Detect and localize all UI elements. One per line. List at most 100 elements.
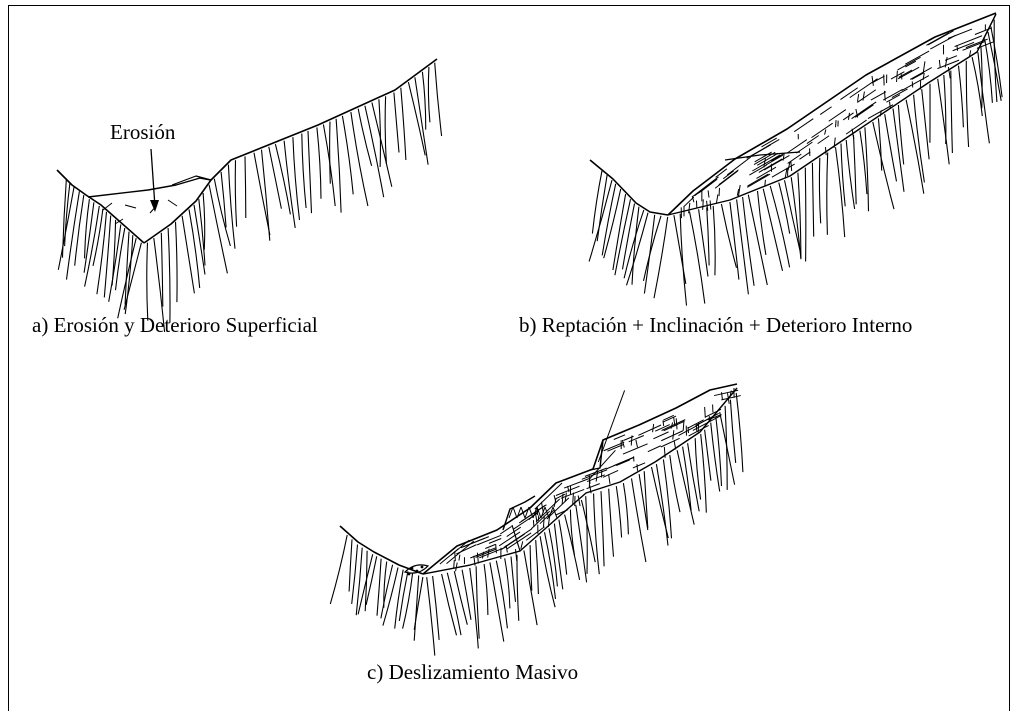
hatch-line [403, 573, 413, 629]
slip-zone [668, 14, 996, 215]
debris-particle [411, 567, 414, 570]
hatch-line [490, 562, 504, 641]
fracture-line [676, 418, 677, 429]
fracture-line [622, 440, 624, 447]
hatch-line [670, 455, 680, 512]
hatch-line [358, 109, 371, 166]
fracture-line [890, 102, 891, 109]
slope-profile-right [144, 59, 437, 243]
fracture-line [799, 152, 810, 159]
hatch-line [517, 555, 519, 621]
hatch-line [302, 134, 306, 209]
fracture-line [871, 92, 886, 100]
hatch-line [484, 564, 488, 615]
hatch-line [58, 187, 74, 270]
hatch-line [763, 189, 782, 271]
fracture-line [616, 460, 629, 466]
hatch-line [330, 535, 347, 604]
hatch-line [189, 209, 200, 288]
hatch-line [317, 127, 321, 198]
hatch-line [116, 228, 125, 290]
hatch-line [581, 500, 595, 562]
fracture-line [787, 140, 806, 153]
fracture-line [648, 446, 661, 452]
hatch-line [427, 577, 435, 655]
fracture-line [825, 147, 826, 155]
fracture-line [708, 190, 709, 197]
caption-b: b) Reptación + Inclinación + Deterioro I… [519, 313, 912, 338]
fracture-line [939, 60, 940, 67]
hatch-line [399, 571, 408, 621]
hatch-line [594, 494, 600, 575]
hatch-line [330, 122, 331, 184]
hatch-line [812, 163, 813, 237]
fracture-line [825, 130, 826, 135]
fracture-line [636, 440, 638, 447]
fracture-line [698, 423, 699, 432]
hatch-line [705, 430, 711, 481]
hatch-line [663, 459, 671, 538]
hatch-line [725, 406, 727, 490]
hatch-line [385, 96, 386, 164]
block-edge [513, 507, 517, 518]
hatch-line [711, 423, 720, 492]
fracture-line [857, 90, 876, 103]
fracture-line [905, 51, 929, 64]
hatch-line [873, 122, 894, 209]
hatch-line [536, 540, 539, 594]
hatch-line [235, 160, 236, 227]
hatch-line [75, 195, 84, 266]
fracture-line [663, 420, 664, 426]
fracture-line [710, 200, 711, 209]
hatch-line [422, 72, 425, 130]
hatch-line [496, 561, 507, 629]
caption-c: c) Deslizamiento Masivo [367, 660, 578, 685]
hatch-line [269, 147, 282, 209]
hatch-line [827, 153, 828, 235]
hatch-line [356, 548, 362, 616]
erosion-arrow [150, 149, 159, 212]
fracture-line [765, 180, 766, 187]
hatch-line [262, 150, 270, 241]
fracture-line [812, 123, 833, 137]
hatch-line [433, 576, 440, 640]
fracture-line [818, 136, 829, 144]
hatch-line [736, 393, 743, 472]
hatch-line [991, 27, 1002, 98]
hatch-line [147, 243, 148, 321]
fracture-line [683, 421, 684, 431]
hatch-line [819, 158, 820, 224]
fracture-line [606, 457, 633, 468]
fracture-line [791, 161, 792, 171]
hatch-line [293, 137, 300, 220]
hatch-line [616, 486, 621, 537]
caption-a: a) Erosión y Deterioro Superficial [32, 313, 318, 338]
fracture-line [496, 544, 497, 553]
panel-a-slope [57, 59, 442, 332]
hatch-line [654, 217, 668, 298]
slip-surface [423, 388, 737, 574]
hatch-line [716, 417, 722, 486]
slope-surface [423, 384, 737, 574]
hatch-line [245, 156, 246, 218]
hatch-line [743, 197, 755, 286]
hatch-line [372, 103, 392, 187]
hatch-line [462, 570, 471, 620]
fracture-line [623, 444, 648, 454]
hatch-line [701, 434, 707, 512]
hatch-line [565, 515, 580, 580]
fracture-line [858, 94, 859, 101]
hatch-line [254, 153, 270, 235]
hatch-line [922, 89, 929, 159]
fracture-line [573, 493, 574, 504]
fracture-line [855, 105, 873, 117]
hatch-line [597, 175, 607, 241]
hatch-line [707, 207, 709, 265]
fracture-line [693, 177, 719, 197]
erosion-label: Erosión [110, 120, 175, 145]
hatch-line [914, 95, 925, 183]
hatch-line [401, 88, 406, 160]
slope-profile-left [340, 526, 423, 574]
debris-particle [416, 570, 419, 573]
